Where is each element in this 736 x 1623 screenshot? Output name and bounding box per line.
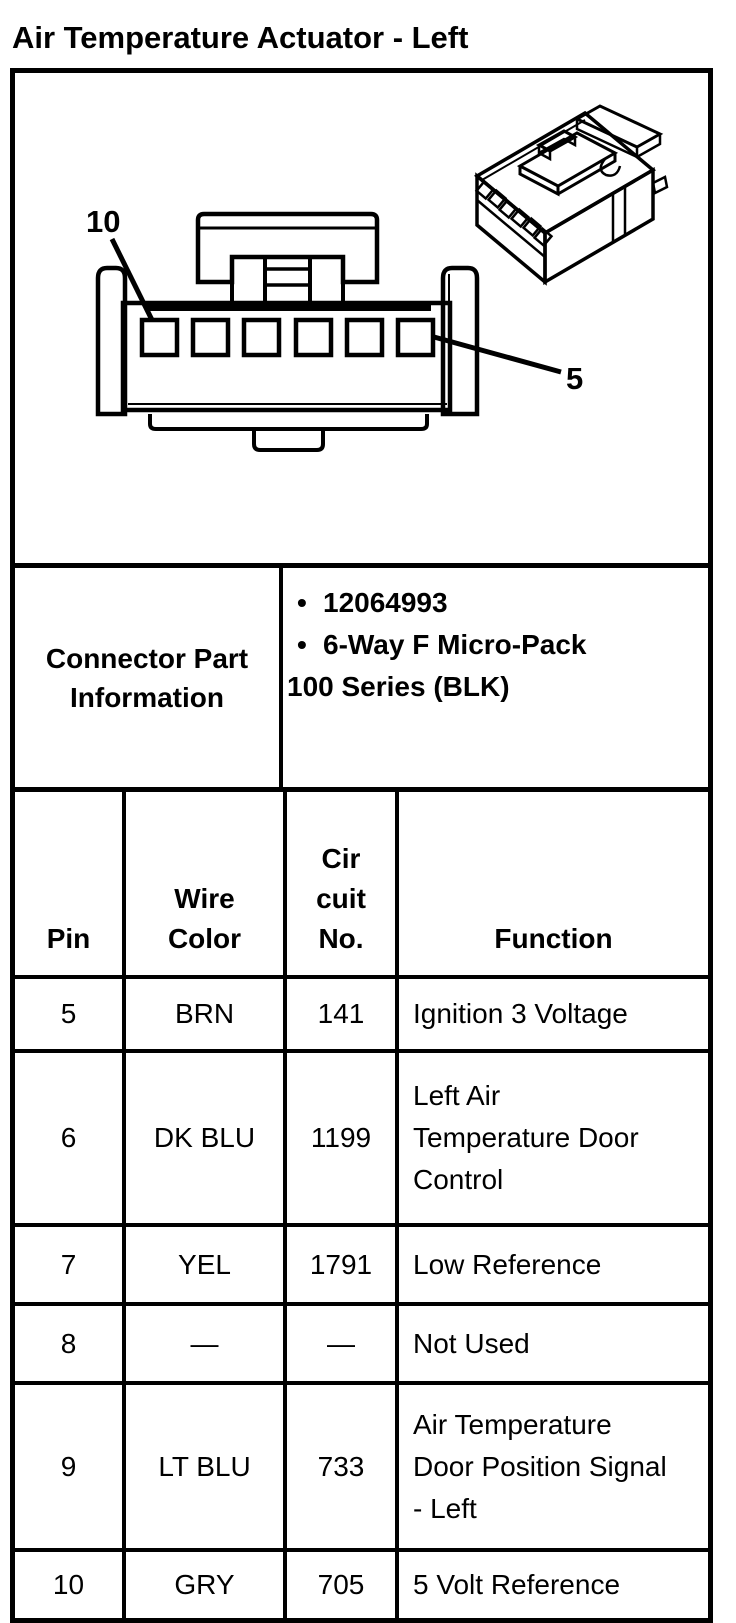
- front-view: 10 5: [86, 204, 583, 452]
- table-row: 5 BRN 141 Ignition 3 Voltage: [15, 975, 708, 1049]
- pin-cavity-8: [241, 317, 282, 358]
- iso-top-edge-seam: [481, 119, 586, 181]
- cell-function: Not Used: [395, 1306, 708, 1381]
- cell-circuit-no: 141: [283, 979, 395, 1049]
- pin-cavity-6: [344, 317, 385, 358]
- cell-pin: 5: [60, 998, 77, 1029]
- cell-function: Ignition 3 Voltage: [395, 979, 708, 1049]
- iso-hole-5: [521, 216, 543, 238]
- connector-diagram: 10 5: [15, 73, 708, 568]
- iso-end-nub: [651, 175, 669, 195]
- cell-wire-color: DK BLU: [122, 1053, 283, 1223]
- iso-hole-2: [486, 188, 508, 210]
- header-function: Function: [395, 792, 708, 975]
- iso-front-seam: [476, 199, 546, 258]
- part-number-item: • 12064993: [287, 582, 702, 624]
- iso-latch-ridge-side: [537, 137, 577, 162]
- table-row: 6 DK BLU 1199 Left Air Temperature Door …: [15, 1049, 708, 1223]
- bullet-icon: •: [297, 587, 307, 618]
- connector-part-info-details: • 12064993 • 6-Way F Micro-Pack 100 Seri…: [283, 568, 708, 787]
- header-wire-color: Wire Color: [122, 792, 283, 975]
- pin-cavity-9: [190, 317, 231, 358]
- pin-cavity-7: [293, 317, 334, 358]
- latch-left-tab: [230, 255, 267, 306]
- series-note: 100 Series (BLK): [287, 671, 510, 702]
- iso-right-face: [543, 166, 655, 286]
- pin-cavity-10: [139, 317, 180, 358]
- pin10-label: 10: [86, 204, 120, 239]
- cell-function: 5 Volt Reference: [395, 1552, 708, 1618]
- bullet-icon: •: [297, 629, 307, 660]
- bottom-index-tab: [252, 429, 325, 452]
- bottom-rail: [148, 414, 429, 431]
- page-title: Air Temperature Actuator - Left: [12, 20, 469, 55]
- iso-hole-1: [474, 179, 496, 201]
- cell-wire-color: —: [122, 1306, 283, 1381]
- part-number: 12064993: [323, 587, 448, 618]
- cell-pin: 9: [60, 1450, 77, 1482]
- cell-pin: 6: [60, 1122, 77, 1153]
- connector-type: 6-Way F Micro-Pack: [323, 629, 587, 660]
- latch-cross-bar: [263, 267, 312, 287]
- cell-circuit-no: 705: [283, 1552, 395, 1618]
- cell-function: Air Temperature Door Position Signal - L…: [395, 1385, 708, 1548]
- cell-circuit-no: 733: [283, 1385, 395, 1548]
- pin-table-header-row: Pin Wire Color Cir cuit No. Function: [15, 792, 708, 975]
- iso-hole-3: [497, 198, 519, 220]
- cell-wire-color: LT BLU: [122, 1385, 283, 1548]
- connector-line-art: 10 5: [86, 104, 669, 452]
- table-row: 9 LT BLU 733 Air Temperature Door Positi…: [15, 1381, 708, 1548]
- pin5-label: 5: [566, 361, 583, 396]
- table-row: 7 YEL 1791 Low Reference: [15, 1223, 708, 1302]
- iso-hole-6: [532, 226, 554, 248]
- connector-part-info-heading: Connector Part Information: [15, 568, 283, 787]
- cell-function: Left Air Temperature Door Control: [395, 1053, 708, 1223]
- pin-cavity-5: [395, 317, 436, 358]
- pin-table: Pin Wire Color Cir cuit No. Function 5 B…: [15, 792, 708, 1618]
- header-pin: Pin: [46, 923, 91, 954]
- iso-hole-4: [509, 207, 531, 229]
- left-wall: [95, 265, 128, 417]
- latch-right-tab: [308, 255, 345, 306]
- connector-part-info-row: Connector Part Information • 12064993 • …: [15, 568, 708, 792]
- isometric-view: [473, 104, 669, 286]
- table-row: 10 GRY 705 5 Volt Reference: [15, 1548, 708, 1618]
- cell-wire-color: GRY: [122, 1552, 283, 1618]
- iso-latch-arm-side: [575, 119, 662, 159]
- cell-pin: 10: [52, 1569, 85, 1600]
- cell-pin: 8: [60, 1327, 77, 1359]
- header-circuit-no: Cir cuit No.: [283, 792, 395, 975]
- connector-sheet: 10 5: [10, 68, 713, 1623]
- pin10-leader-line: [109, 237, 155, 322]
- pin5-leader-line: [433, 334, 562, 375]
- cell-function: Low Reference: [395, 1227, 708, 1302]
- iso-latch-pad-side: [518, 153, 617, 197]
- cell-circuit-no: 1791: [283, 1227, 395, 1302]
- cell-pin: 7: [60, 1248, 77, 1280]
- latch-housing: [195, 211, 380, 285]
- table-row: 8 — — Not Used: [15, 1302, 708, 1381]
- cell-circuit-no: —: [283, 1306, 395, 1381]
- iso-latch-hook: [599, 158, 622, 177]
- cell-wire-color: BRN: [122, 979, 283, 1049]
- connector-type-item: • 6-Way F Micro-Pack: [287, 624, 702, 666]
- cell-circuit-no: 1199: [283, 1053, 395, 1223]
- right-wall: [440, 265, 480, 417]
- cell-wire-color: YEL: [122, 1227, 283, 1302]
